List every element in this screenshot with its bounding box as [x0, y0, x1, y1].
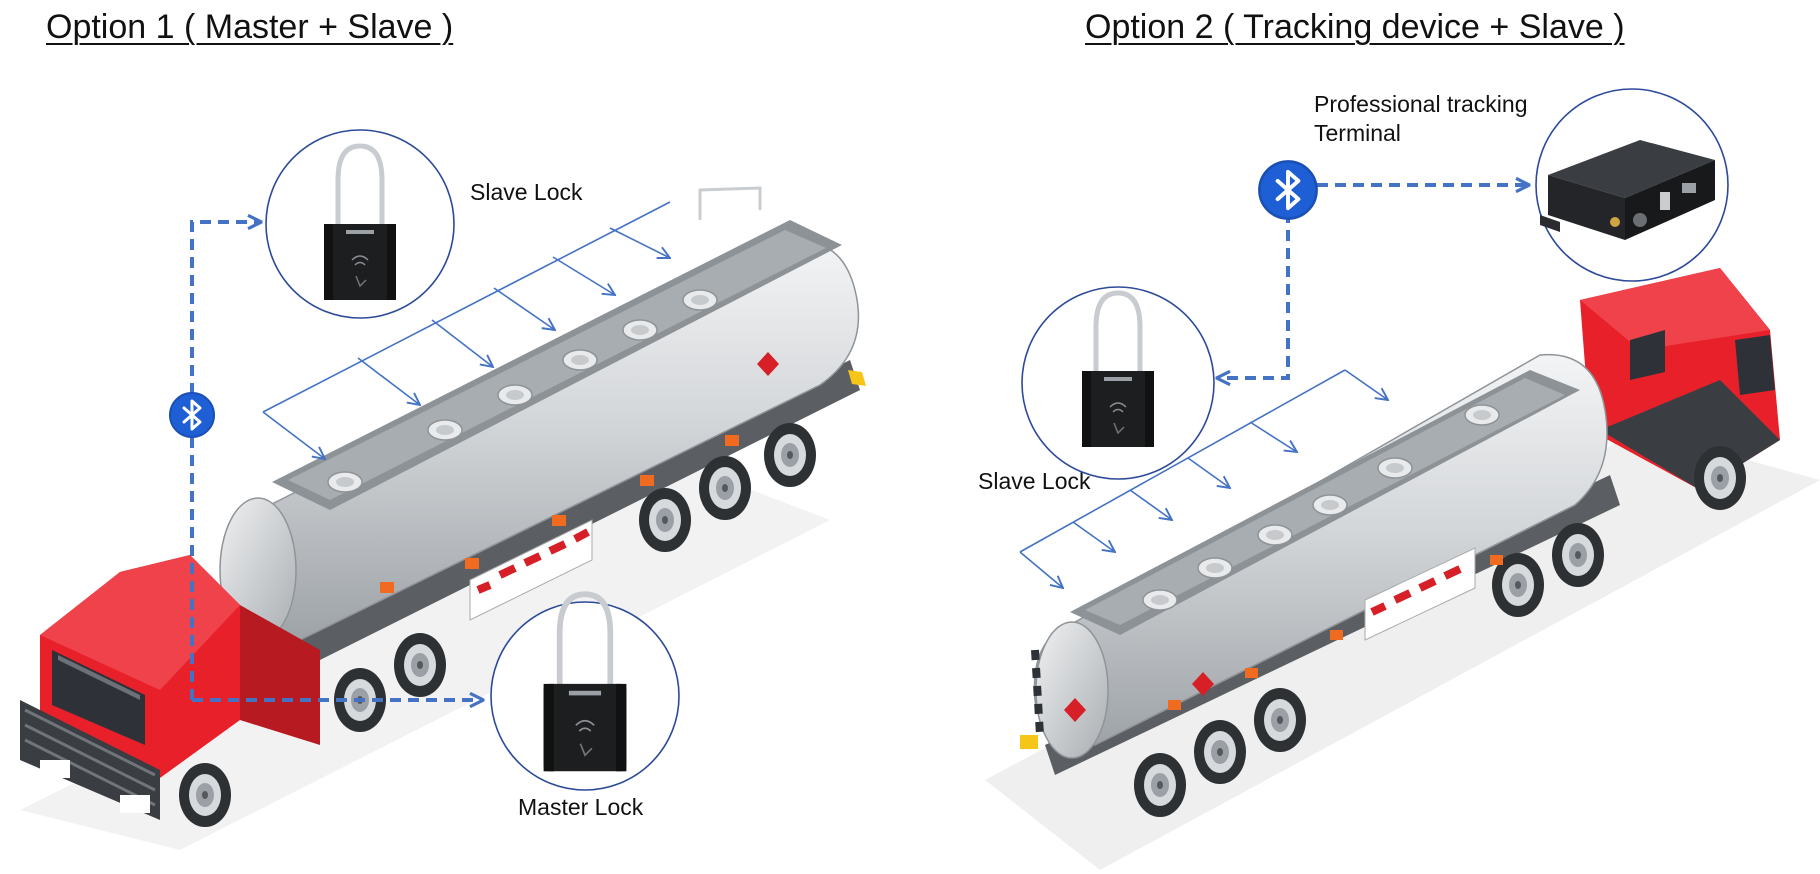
option2-bluetooth-links — [1218, 185, 1528, 378]
option1-bluetooth-links — [190, 222, 482, 700]
option2-terminal-label-line2: Terminal — [1314, 120, 1401, 146]
option1-title: Option 1 ( Master + Slave ) — [46, 8, 454, 46]
tracking-terminal-icon — [1540, 140, 1715, 240]
wheel-icon — [764, 423, 816, 487]
option2-tanker-truck — [985, 268, 1820, 870]
option2-title: Option 2 ( Tracking device + Slave ) — [1085, 8, 1625, 46]
wheel-icon — [1194, 720, 1246, 784]
wheel-icon — [1552, 523, 1604, 587]
option1-slave-lock-pointers — [262, 201, 670, 459]
wheel-icon — [1694, 446, 1746, 510]
bluetooth-icon — [1257, 159, 1319, 221]
option1-master-label: Master Lock — [518, 794, 644, 820]
option2-slave-lock-callout — [1021, 286, 1215, 480]
option1-slave-label: Slave Lock — [470, 179, 583, 205]
bluetooth-icon — [168, 391, 216, 439]
wheel-icon — [394, 633, 446, 697]
option2-slave-label: Slave Lock — [978, 468, 1091, 494]
option2-terminal-label-line1: Professional tracking — [1314, 91, 1528, 117]
wheel-icon — [699, 456, 751, 520]
option2-slave-lock-pointers — [1019, 369, 1388, 588]
option2-tracking-terminal-callout — [1535, 88, 1729, 282]
wheel-icon — [639, 488, 691, 552]
wheel-icon — [1134, 753, 1186, 817]
option1-tanker-truck — [20, 186, 866, 850]
option1-slave-lock-callout — [265, 129, 455, 319]
option1-master-lock-callout — [490, 594, 680, 791]
wheel-icon — [1254, 688, 1306, 752]
wheel-icon — [179, 763, 231, 827]
